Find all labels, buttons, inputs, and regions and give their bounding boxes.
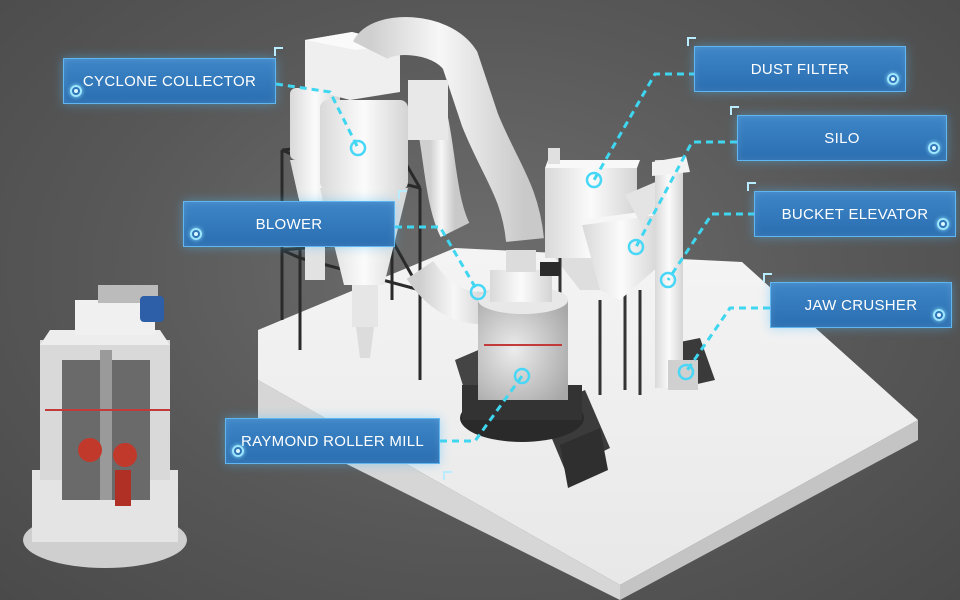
label-blower: BLOWER [255,215,323,233]
callout-blower: BLOWER [183,190,407,247]
leader-silo [634,140,737,248]
marker-bucket-elevator [659,271,677,289]
target-markers [349,139,695,385]
leader-cyclone-collector [275,82,360,149]
target-icon [190,228,202,240]
leader-bucket-elevator [666,212,755,281]
callout-silo: SILO [730,106,947,161]
leader-raymond-mill [440,375,524,443]
callout-bucket-elevator: BUCKET ELEVATOR [747,182,956,237]
target-icon [933,309,945,321]
marker-raymond-mill [513,367,531,385]
label-raymond-roller-mill: RAYMOND ROLLER MILL [241,432,424,450]
marker-dust-filter [585,171,603,189]
callout-cyclone-collector: CYCLONE COLLECTOR [63,47,283,104]
label-bucket-elevator: BUCKET ELEVATOR [781,205,929,223]
leader-lines [275,72,770,443]
target-icon [70,85,82,97]
target-icon [232,445,244,457]
callout-dust-filter: DUST FILTER [687,37,906,92]
leader-jaw-crusher [684,306,770,373]
callout-jaw-crusher: JAW CRUSHER [763,273,952,328]
target-icon [928,142,940,154]
label-jaw-crusher: JAW CRUSHER [804,296,918,314]
label-cyclone-collector: CYCLONE COLLECTOR [82,72,257,90]
cyclone-collector-unit [290,32,408,358]
label-silo: SILO [824,129,860,147]
marker-jaw-crusher [677,363,695,381]
marker-blower [469,283,487,301]
label-dust-filter: DUST FILTER [750,60,850,78]
target-icon [937,218,949,230]
callout-raymond-roller-mill: RAYMOND ROLLER MILL [225,418,452,480]
target-icon [887,73,899,85]
leader-blower [395,225,480,293]
marker-silo [627,238,645,256]
marker-cyclone-collector [349,139,367,157]
leader-dust-filter [592,72,696,181]
mill-cutaway-illustration [23,285,187,568]
